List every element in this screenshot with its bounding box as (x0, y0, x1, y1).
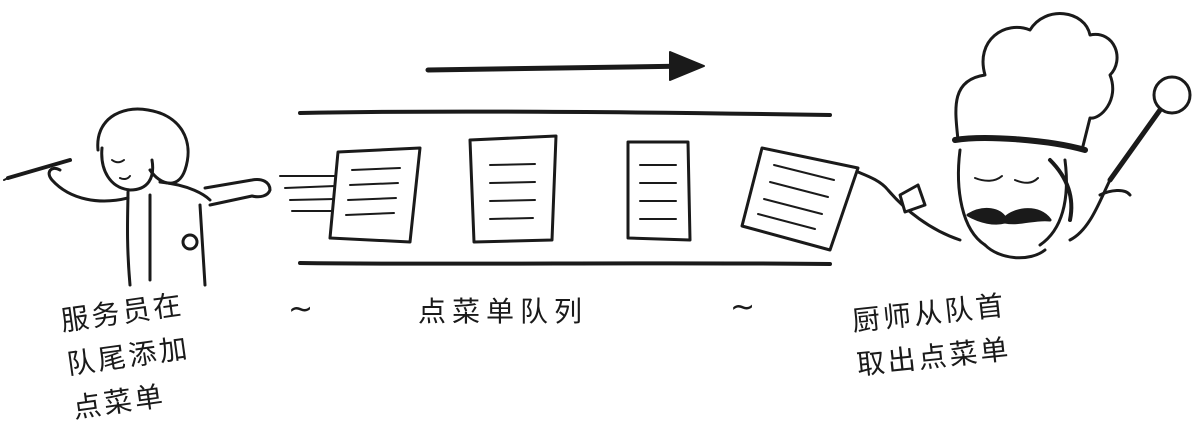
queue-label: 点菜单队列 (418, 295, 589, 328)
motion-lines (279, 175, 336, 212)
order-slip (468, 134, 558, 244)
tilde-right: ~ (730, 290, 756, 325)
queue-bottom-rail (298, 261, 832, 266)
waiter-label: 服务员在 队尾添加 点菜单 (58, 279, 225, 431)
queue-top-rail (298, 109, 832, 117)
tilde-left: ~ (288, 292, 314, 327)
chef-figure (856, 12, 1192, 260)
order-slip (626, 140, 692, 242)
order-slip (740, 146, 860, 252)
order-slip (328, 146, 422, 244)
waiter-figure (3, 107, 272, 287)
direction-arrow (425, 51, 705, 81)
